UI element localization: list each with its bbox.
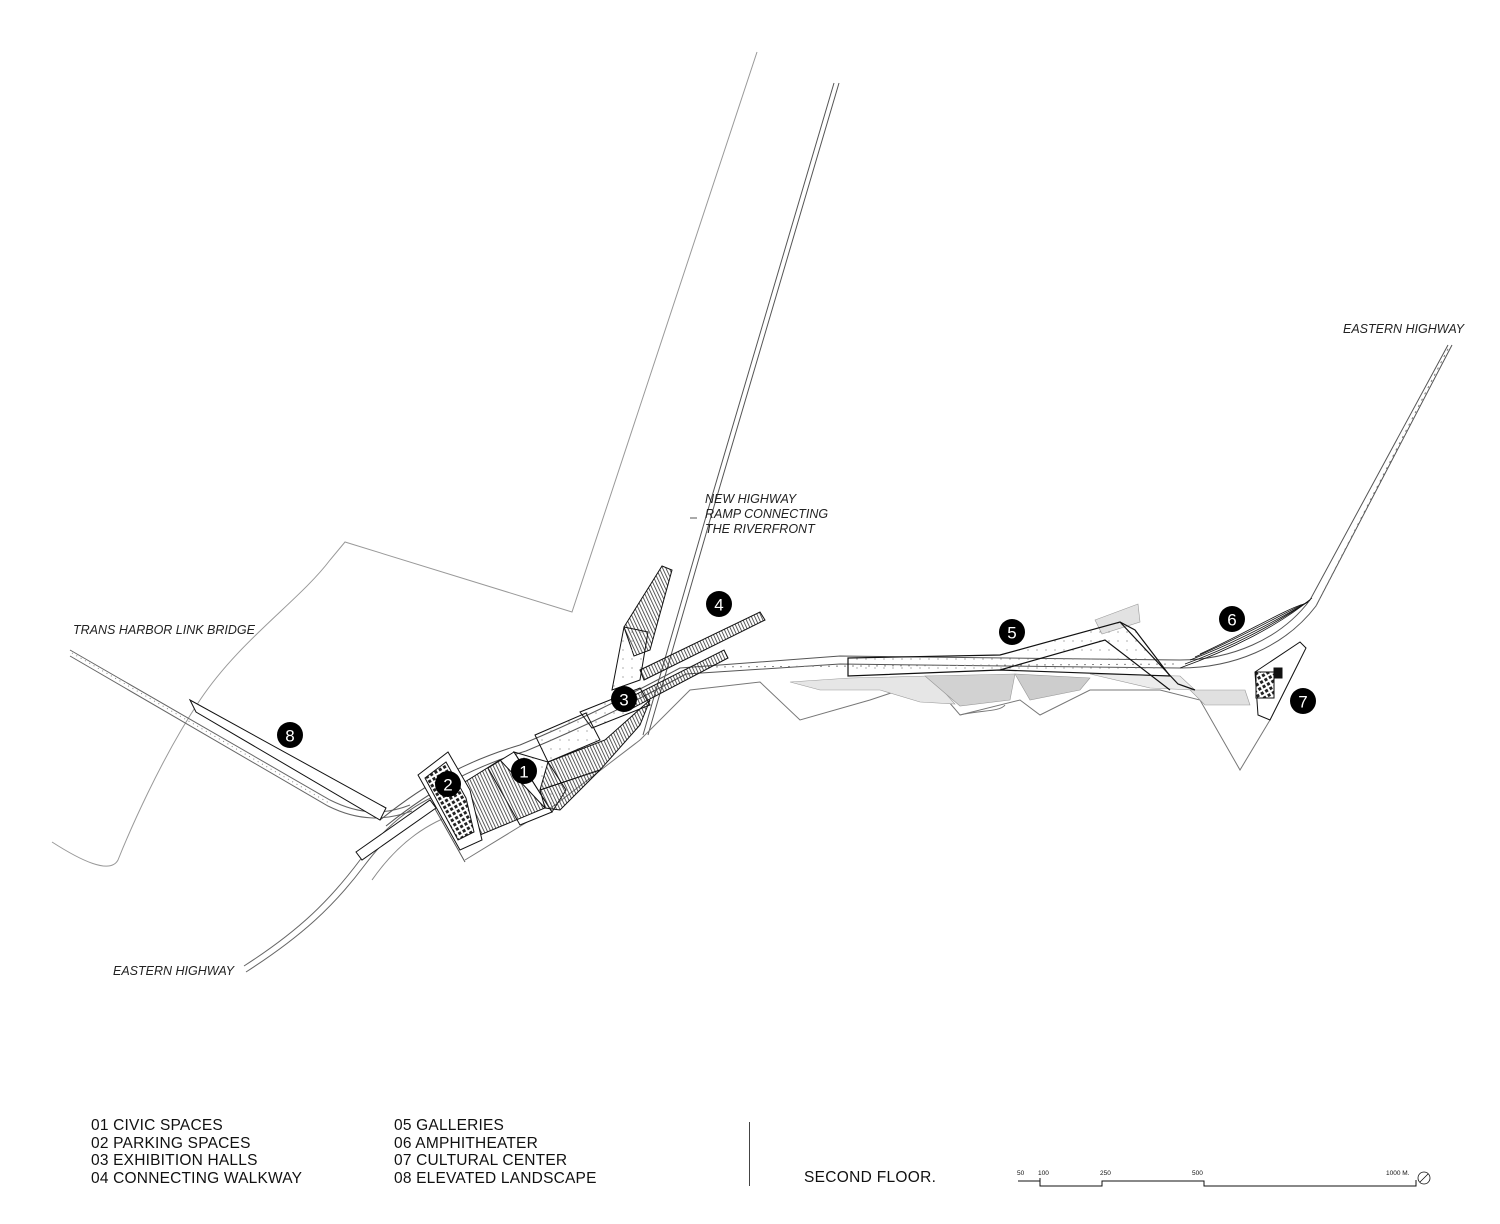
riverfront-corridor — [379, 344, 1453, 827]
exhibition-halls-building — [459, 687, 651, 836]
legend-item-exhibition-halls: 03 EXHIBITION HALLS — [91, 1152, 258, 1170]
new-highway-label-line3: THE RIVERFRONT — [705, 522, 816, 536]
legend-item-galleries: 05 GALLERIES — [394, 1117, 505, 1134]
marker-4: 4 — [706, 591, 732, 617]
north-arrow-icon — [1417, 1171, 1431, 1185]
marker-1-label: 1 — [519, 763, 528, 782]
eastern-highway-sw-label: EASTERN HIGHWAY — [113, 964, 236, 978]
marker-3-label: 3 — [619, 691, 628, 710]
scale-tick-100: 100 — [1038, 1170, 1049, 1177]
scale-tick-500: 500 — [1192, 1170, 1203, 1177]
marker-4-label: 4 — [714, 596, 723, 615]
marker-5-label: 5 — [1007, 624, 1016, 643]
legend-item-elevated-landscape: 08 ELEVATED LANDSCAPE — [394, 1169, 597, 1187]
scale-tick-1000: 1000 M. — [1386, 1170, 1410, 1177]
connecting-walkway — [611, 565, 766, 711]
legend-left-column: 01 CIVIC SPACES 02 PARKING SPACES 03 EXH… — [91, 1117, 302, 1187]
amphitheater-building — [1179, 597, 1313, 669]
legend-divider — [749, 1122, 750, 1186]
new-highway-label-line2: RAMP CONNECTING — [705, 507, 828, 521]
marker-3: 3 — [611, 686, 637, 712]
marker-8: 8 — [277, 722, 303, 748]
marker-2: 2 — [435, 771, 461, 797]
new-highway-ramp — [642, 82, 840, 736]
landscape-fills — [789, 603, 1251, 707]
scale-bar — [1018, 1178, 1417, 1187]
floor-title: SECOND FLOOR. — [804, 1169, 937, 1186]
legend-item-amphitheater: 06 AMPHITHEATER — [394, 1134, 538, 1152]
marker-5: 5 — [999, 619, 1025, 645]
legend-right-column: 05 GALLERIES 06 AMPHITHEATER 07 CULTURAL… — [394, 1117, 597, 1187]
new-highway-label-line1: NEW HIGHWAY — [705, 492, 798, 506]
scale-tick-50: 50 — [1017, 1170, 1025, 1177]
marker-6: 6 — [1219, 606, 1245, 632]
cultural-center-building — [1254, 641, 1307, 721]
marker-8-label: 8 — [285, 727, 294, 746]
eastern-highway-ne-label: EASTERN HIGHWAY — [1343, 322, 1466, 336]
marker-7-label: 7 — [1298, 693, 1307, 712]
legend-item-connecting-walkway: 04 CONNECTING WALKWAY — [91, 1169, 303, 1187]
galleries-building — [847, 621, 1196, 691]
legend-item-civic-spaces: 01 CIVIC SPACES — [91, 1117, 223, 1134]
marker-6-label: 6 — [1227, 611, 1236, 630]
elevated-landscape — [188, 698, 437, 861]
legend-item-parking-spaces: 02 PARKING SPACES — [91, 1134, 251, 1152]
marker-1: 1 — [511, 758, 537, 784]
legend-item-cultural-center: 07 CULTURAL CENTER — [394, 1152, 568, 1170]
trans-harbor-label: TRANS HARBOR LINK BRIDGE — [73, 623, 256, 637]
scale-tick-250: 250 — [1100, 1170, 1111, 1177]
marker-7: 7 — [1290, 688, 1316, 714]
site-boundary — [51, 51, 758, 867]
eastern-highway-sw — [243, 789, 461, 973]
marker-2-label: 2 — [443, 776, 452, 795]
waterfront-edge — [464, 659, 1301, 861]
